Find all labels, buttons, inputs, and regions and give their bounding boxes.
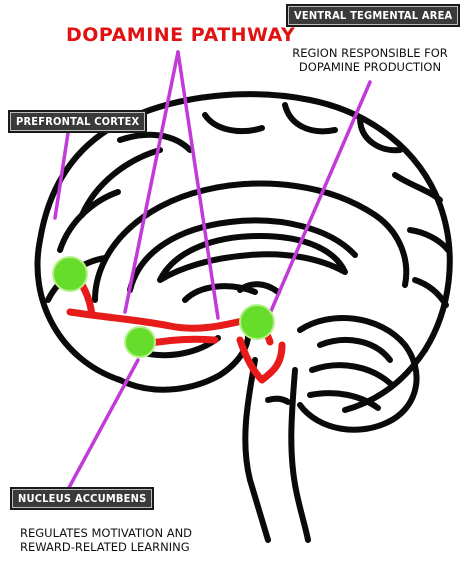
pointer-title-left [123,50,180,314]
pointer-vta [266,80,372,320]
vta-description: REGION RESPONSIBLE FOR DOPAMINE PRODUCTI… [284,46,456,74]
nucleus-accumbens-node [124,326,156,358]
pathway-nodes [52,256,275,358]
label-ventral-tegmental-area: VENTRAL TEGMENTAL AREA [286,4,461,27]
nucleus-description-line2: REWARD-RELATED LEARNING [20,540,190,554]
pointer-nucleus [63,358,140,497]
label-prefrontal-cortex: PREFRONTAL CORTEX [8,110,148,133]
nucleus-description-line1: REGULATES MOTIVATION AND [20,526,193,540]
pointer-prefrontal [53,131,70,220]
vta-node [239,304,275,340]
prefrontal-node [52,256,88,292]
nucleus-description: REGULATES MOTIVATION AND REWARD-RELATED … [20,526,192,554]
brain-outline [34,91,453,543]
diagram-title: DOPAMINE PATHWAY [66,24,296,46]
vta-description-line1: REGION RESPONSIBLE FOR [292,46,448,60]
label-nucleus-accumbens: NUCLEUS ACCUMBENS [10,487,155,510]
pointer-lines [53,50,372,497]
vta-description-line2: DOPAMINE PRODUCTION [298,60,442,74]
pointer-title-right [176,50,220,320]
